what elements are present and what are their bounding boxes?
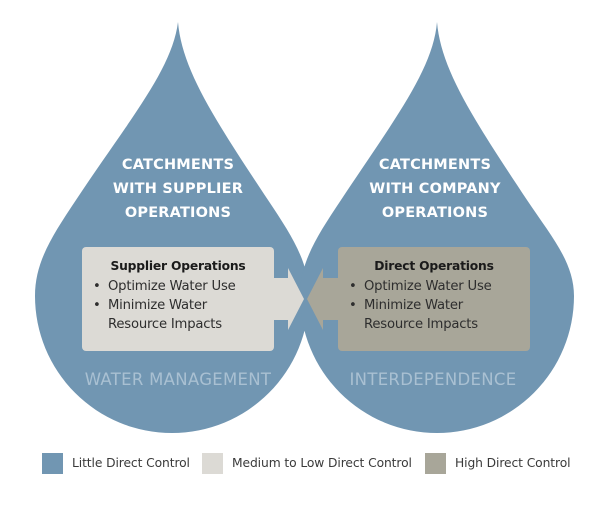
arrow-left-icon bbox=[307, 268, 338, 330]
list-item: • Minimize Water Resource Impacts bbox=[346, 296, 522, 334]
right-drop-title: CATCHMENTS WITH COMPANY OPERATIONS bbox=[335, 153, 535, 225]
right-drop-title-line: WITH COMPANY bbox=[369, 181, 501, 197]
legend-item-high-control: High Direct Control bbox=[425, 452, 571, 474]
right-drop-title-line: OPERATIONS bbox=[381, 205, 489, 221]
legend: Little Direct Control Medium to Low Dire… bbox=[0, 452, 600, 474]
interdependence-label: INTERDEPENDENCE bbox=[349, 370, 517, 389]
supplier-operations-list: • Optimize Water Use • Minimize Water Reso… bbox=[90, 277, 266, 334]
legend-swatch bbox=[425, 452, 446, 474]
left-drop-title: CATCHMENTS WITH SUPPLIER OPERATIONS bbox=[78, 153, 278, 225]
bullet-icon: • bbox=[349, 298, 357, 313]
list-item-text: Optimize Water Use bbox=[108, 279, 236, 294]
list-item-text: Minimize Water Resource Impacts bbox=[364, 298, 478, 332]
left-drop-title-line: WITH SUPPLIER bbox=[112, 181, 244, 197]
direct-operations-list: • Optimize Water Use • Minimize Water Reso… bbox=[346, 277, 522, 334]
left-drop-title-line: OPERATIONS bbox=[124, 205, 232, 221]
left-drop-title-line: CATCHMENTS bbox=[121, 157, 235, 173]
legend-swatch bbox=[42, 452, 63, 474]
direct-operations-box: Direct Operations • Optimize Water Use • M… bbox=[338, 247, 530, 351]
legend-swatch bbox=[202, 452, 223, 474]
right-drop-title-line: CATCHMENTS bbox=[378, 157, 492, 173]
legend-item-medium-low-control: Medium to Low Direct Control bbox=[202, 452, 412, 474]
bullet-icon: • bbox=[93, 298, 101, 313]
supplier-operations-heading: Supplier Operations bbox=[110, 259, 246, 273]
supplier-operations-box: Supplier Operations • Optimize Water Use … bbox=[82, 247, 274, 351]
bullet-icon: • bbox=[349, 279, 357, 294]
legend-label: Little Direct Control bbox=[72, 456, 190, 470]
water-management-label: WATER MANAGEMENT bbox=[84, 370, 272, 389]
bullet-icon: • bbox=[93, 279, 101, 294]
list-item: • Optimize Water Use bbox=[90, 277, 266, 296]
legend-item-little-control: Little Direct Control bbox=[42, 452, 190, 474]
legend-label: High Direct Control bbox=[455, 456, 571, 470]
list-item: • Minimize Water Resource Impacts bbox=[90, 296, 266, 334]
direct-operations-heading: Direct Operations bbox=[374, 259, 494, 273]
list-item-text: Minimize Water Resource Impacts bbox=[108, 298, 222, 332]
list-item: • Optimize Water Use bbox=[346, 277, 522, 296]
legend-label: Medium to Low Direct Control bbox=[232, 456, 412, 470]
arrow-right-icon bbox=[273, 268, 304, 330]
list-item-text: Optimize Water Use bbox=[364, 279, 492, 294]
